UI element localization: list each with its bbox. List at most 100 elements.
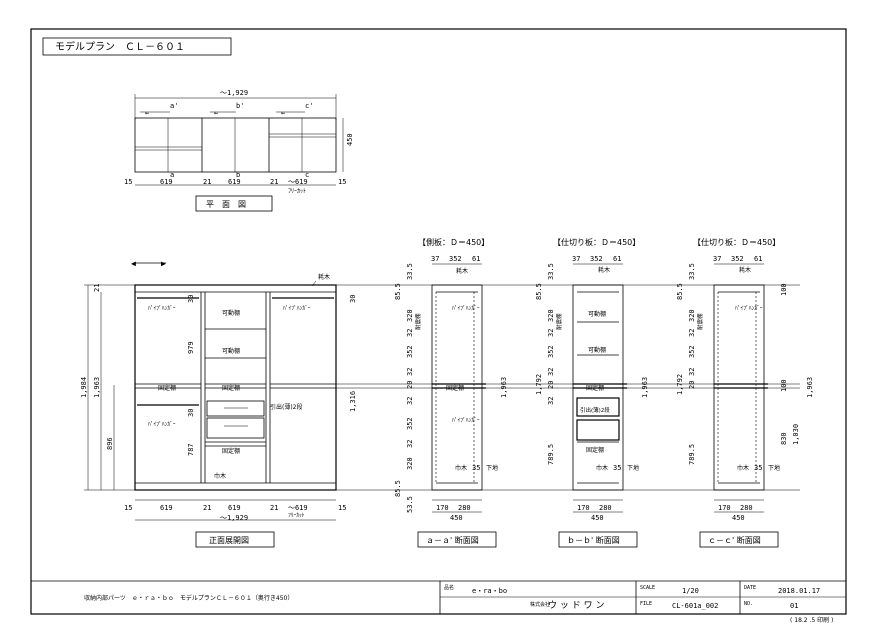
section-b-label-fixed-lower: 固定棚 (586, 446, 604, 454)
section-a-bottom-dim-2: 280 (458, 504, 471, 512)
section-a-bottom-dim-1: 170 (436, 504, 449, 512)
front-label-shelf-1: 可動棚 (222, 309, 240, 317)
front-elevation: ◀ ▶ 1,984 1,963 896 21 (80, 259, 357, 548)
title-block-company: ウ ッ ド ワ ン (548, 600, 604, 611)
plan-width-4: 21 (270, 178, 278, 186)
section-b-left-dim-8: 1,792 (535, 374, 543, 395)
section-c-top-dim-2: 352 (731, 255, 744, 263)
front-height-low: 896 (106, 437, 114, 450)
front-height-inner: 1,963 (93, 377, 101, 398)
svg-text:◀: ◀ (131, 259, 136, 268)
section-b-label-base: 下地 (627, 464, 639, 472)
front-label-post: 巾木 (214, 472, 226, 480)
title-block-no-label: NO. (744, 601, 753, 607)
section-b-label-fixed: 固定棚 (586, 384, 604, 392)
title-box (42, 37, 232, 56)
front-width-1: 619 (160, 504, 173, 512)
section-a-left-dim-7: 32 (406, 397, 414, 405)
plan-width-2: 21 (203, 178, 211, 186)
front-label-top-board: 耗木 (318, 273, 330, 281)
section-c-label-base: 下地 (768, 464, 780, 472)
drawing-title: モデルプラン ＣＬ－６０１ (55, 40, 185, 53)
section-b-top-dim-2: 352 (590, 255, 603, 263)
section-a-label-pipe: ﾊﾟｲﾌﾟﾊﾝｶﾞｰ (452, 305, 480, 312)
section-b-left-dim-6: 20 (547, 381, 555, 389)
front-width-6: 15 (338, 504, 346, 512)
plan-depth: 450 (346, 133, 354, 146)
front-dim-21: 21 (93, 284, 101, 292)
front-dim-30b: 30 (187, 409, 195, 417)
front-width-3: 619 (228, 504, 241, 512)
section-a-left-dim-3: 32 (406, 329, 414, 337)
section-a-left-dim-5: 32 (406, 368, 414, 376)
section-a-left-dim-4: 352 (406, 345, 414, 358)
section-c-label-top: 耗木 (739, 266, 751, 274)
section-c: 【仕切り板：Ｄ＝450】 37 352 61 耗木 ﾊﾟｲﾌﾟﾊﾝｶﾞｰ 耐震棚… (676, 237, 814, 548)
section-b: 【仕切り板：Ｄ＝450】 37 352 61 耗木 耐震棚 可動棚 可動棚 固定… (535, 237, 649, 548)
section-a-label-35: 35 (472, 464, 480, 472)
section-c-label-post: 巾木 (737, 464, 749, 472)
section-b-label-35: 35 (613, 464, 621, 472)
section-a: 【側板：Ｄ＝450】 37 352 61 耗木 ﾊﾟｲﾌﾟﾊﾝｶﾞｰ 耐震棚 固… (394, 237, 508, 548)
svg-text:←: ← (214, 109, 218, 117)
front-height-total: 1,984 (80, 377, 88, 398)
section-a-label-top: 耗木 (456, 267, 468, 275)
section-c-caption: ｃ－ｃ' 断面図 (708, 535, 761, 545)
section-a-left-dim-8: 352 (406, 417, 414, 430)
front-label-fixed-lower: 固定棚 (222, 447, 240, 455)
section-c-top-dim-3: 61 (754, 255, 762, 263)
plan-section-b-prime: b' (236, 102, 244, 110)
svg-text:▶: ▶ (161, 259, 166, 268)
front-label-pipe-lower: ﾊﾟｲﾌﾟﾊﾝｶﾞｰ (148, 421, 176, 428)
section-b-top-dim-1: 37 (572, 255, 580, 263)
front-dim-30c: 30 (349, 295, 357, 303)
front-width-4: 21 (270, 504, 278, 512)
front-label-fixed-center: 固定棚 (222, 384, 240, 392)
section-a-top-dim-3: 61 (472, 255, 480, 263)
section-b-left-dim-5: 32 (547, 368, 555, 376)
section-c-bottom-dim-2: 280 (740, 504, 753, 512)
plan-width-5: ～619 (288, 178, 308, 186)
title-block-date: 2018.01.17 (778, 587, 820, 595)
section-a-left-dim-1: 85.5 (394, 283, 402, 300)
title-block-file: CL-601a_002 (672, 602, 718, 610)
front-overall-width: ～1,929 (220, 514, 248, 522)
section-c-left-dim-4: 352 (688, 345, 696, 358)
section-c-left-dim-7: 1,792 (676, 374, 684, 395)
section-a-label-fixed: 固定棚 (446, 384, 464, 392)
section-c-label-earthquake: 耐震棚 (696, 313, 704, 330)
section-a-label-earthquake: 耐震棚 (414, 313, 422, 330)
section-c-left-dim-8: 789.5 (688, 444, 696, 465)
section-a-caption: ａ－ａ' 断面図 (426, 535, 479, 545)
title-block-scale: 1/20 (682, 587, 699, 595)
section-b-label-post: 巾木 (596, 464, 608, 472)
front-dim-30a: 30 (187, 295, 195, 303)
section-c-right-dim-0: 1,963 (806, 377, 814, 398)
plan-section-a-prime: a' (170, 102, 178, 110)
section-c-top-dim-1: 37 (713, 255, 721, 263)
section-a-right-dim: 1,963 (500, 377, 508, 398)
front-height-mid: 1,316 (349, 391, 357, 412)
section-b-label-drawer: 引出(薄)2段 (580, 406, 610, 414)
section-b-label-top: 耗木 (598, 266, 610, 274)
plan-width-6: 15 (338, 178, 346, 186)
title-block-date-label: DATE (744, 585, 756, 591)
section-a-label-post: 巾木 (455, 464, 467, 472)
section-c-left-dim-2: 320 (688, 309, 696, 322)
front-label-pipe-left: ﾊﾟｲﾌﾟﾊﾝｶﾞｰ (148, 305, 176, 312)
section-c-left-dim-5: 32 (688, 368, 696, 376)
plan-section-c: c (305, 171, 309, 179)
title-block-company-label: 株式会社 (530, 601, 550, 608)
section-b-left-dim-4: 352 (547, 345, 555, 358)
section-c-bottom-dim-1: 170 (718, 504, 731, 512)
section-b-left-dim-2: 320 (547, 309, 555, 322)
section-c-total: 450 (732, 514, 745, 522)
section-a-label-base: 下地 (486, 464, 498, 472)
title-block: 収納内部パーツ ｅ・ｒａ・ｂｏ モデルプランＣＬ－６０１（奥行き450） 品名 … (31, 580, 846, 624)
section-a-left-dim-9: 32 (406, 440, 414, 448)
title-block-footer: ( 18.2 .5 印刷 ) (790, 616, 833, 624)
front-label-shelf-2: 可動棚 (222, 347, 240, 355)
section-b-bottom-dim-2: 280 (599, 504, 612, 512)
plan-caption: 平 面 図 (206, 200, 246, 209)
front-free-cut: ﾌﾘｰｶｯﾄ (288, 512, 305, 519)
